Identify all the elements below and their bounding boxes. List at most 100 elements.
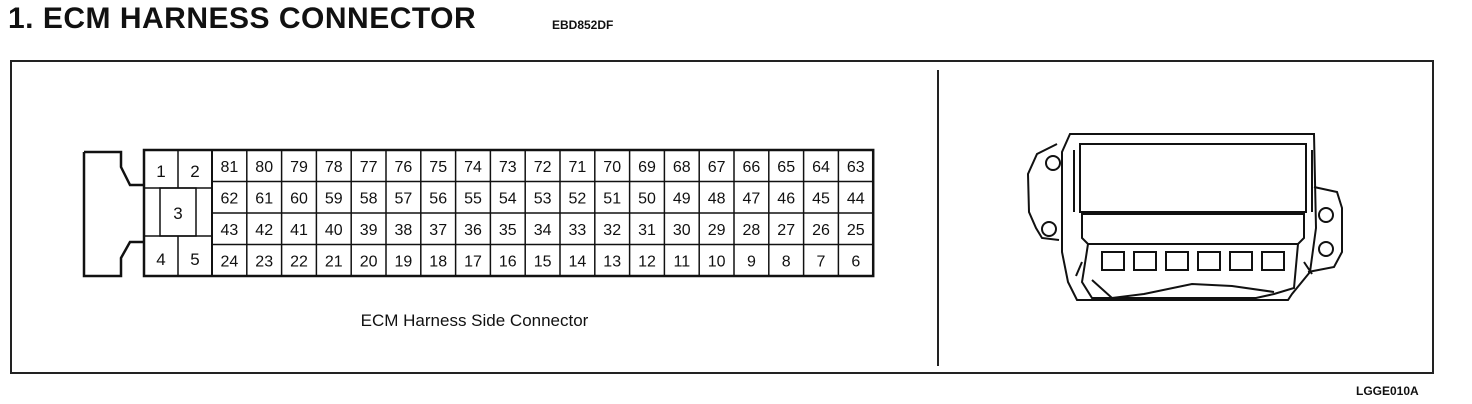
pin-label: 13 — [603, 253, 621, 270]
terminal-cavity — [1165, 251, 1189, 271]
connector-housing-front — [1080, 243, 1300, 299]
pin-label: 80 — [255, 159, 273, 176]
pin-label: 20 — [360, 253, 378, 270]
pin-label: 12 — [638, 253, 656, 270]
pin-label: 34 — [534, 222, 552, 239]
pin-label: 70 — [603, 159, 621, 176]
pin-label: 5 — [190, 250, 199, 269]
pin-label: 76 — [395, 159, 413, 176]
pin-label: 7 — [817, 253, 826, 270]
terminal-cavity — [1101, 251, 1125, 271]
pin-label: 75 — [429, 159, 447, 176]
pin-label: 18 — [429, 253, 447, 270]
terminal-cavity — [1261, 251, 1285, 271]
figure-code: LGGE010A — [1356, 384, 1419, 398]
pin-label: 29 — [708, 222, 726, 239]
pin-label: 56 — [429, 190, 447, 207]
left-mounting-hole-top — [1045, 155, 1061, 171]
pin-label: 36 — [464, 222, 482, 239]
left-mounting-ear — [1026, 143, 1060, 241]
reference-code: EBD852DF — [552, 18, 614, 32]
connector-latch-outline — [82, 150, 144, 278]
pin-label: 52 — [569, 190, 587, 207]
pin-label: 11 — [673, 253, 690, 270]
pin-label: 3 — [173, 204, 182, 223]
pin-label: 25 — [847, 222, 865, 239]
pin-label: 44 — [847, 190, 865, 207]
pin-label: 46 — [777, 190, 795, 207]
pin-label: 45 — [812, 190, 830, 207]
pin-label: 24 — [221, 253, 239, 270]
pin-label: 16 — [499, 253, 517, 270]
pin-label: 59 — [325, 190, 343, 207]
pin-label: 54 — [499, 190, 517, 207]
ecm-cover-panel — [1079, 143, 1307, 213]
pin-label: 28 — [743, 222, 761, 239]
pin-label: 40 — [325, 222, 343, 239]
pin-label: 61 — [255, 190, 273, 207]
terminal-cavity — [1229, 251, 1253, 271]
right-mounting-hole-top — [1318, 207, 1334, 223]
terminal-cavity — [1133, 251, 1157, 271]
pin-label: 33 — [569, 222, 587, 239]
right-mounting-hole-bottom — [1318, 241, 1334, 257]
pin-label: 53 — [534, 190, 552, 207]
pin-label: 30 — [673, 222, 691, 239]
pin-label: 31 — [638, 222, 656, 239]
pin-label: 62 — [221, 190, 239, 207]
right-mounting-ear — [1307, 186, 1343, 273]
pin-label: 19 — [395, 253, 413, 270]
connector-caption: ECM Harness Side Connector — [360, 311, 589, 330]
pin-label: 65 — [777, 159, 795, 176]
pin-label: 27 — [777, 222, 795, 239]
left-mounting-hole-bottom — [1041, 221, 1057, 237]
pin-label: 69 — [638, 159, 656, 176]
ecm-unit-illustration — [1026, 133, 1343, 301]
pin-label: 73 — [499, 159, 517, 176]
pin-label: 21 — [325, 253, 343, 270]
pin-label: 22 — [290, 253, 308, 270]
pin-label: 9 — [747, 253, 756, 270]
pin-label: 14 — [569, 253, 587, 270]
pin-label: 10 — [708, 253, 726, 270]
pin-label: 55 — [464, 190, 482, 207]
pin-label: 66 — [743, 159, 761, 176]
pin-label: 17 — [464, 253, 482, 270]
pin-label: 77 — [360, 159, 378, 176]
pin-label: 58 — [360, 190, 378, 207]
pin-label: 48 — [708, 190, 726, 207]
pin-label: 35 — [499, 222, 517, 239]
pin-label: 6 — [851, 253, 860, 270]
pin-label: 47 — [743, 190, 761, 207]
ecm-body-outline — [1061, 133, 1318, 301]
pin-label: 2 — [190, 162, 199, 181]
pin-label: 74 — [464, 159, 482, 176]
pin-label: 57 — [395, 190, 413, 207]
panel-divider — [937, 70, 939, 366]
terminal-cavity — [1197, 251, 1221, 271]
pin-label: 49 — [673, 190, 691, 207]
pin-label: 51 — [603, 190, 621, 207]
pin-label: 43 — [221, 222, 239, 239]
pin-label: 81 — [221, 159, 239, 176]
pin-label: 23 — [255, 253, 273, 270]
pin-label: 15 — [534, 253, 552, 270]
pin-label: 78 — [325, 159, 343, 176]
pin-label: 42 — [255, 222, 273, 239]
pin-label: 26 — [812, 222, 830, 239]
pin-label: 64 — [812, 159, 830, 176]
pin-label: 60 — [290, 190, 308, 207]
pin-label: 63 — [847, 159, 865, 176]
pin-label: 4 — [156, 250, 165, 269]
pin-label: 32 — [603, 222, 621, 239]
connector-latch — [1091, 279, 1275, 300]
pin-label: 39 — [360, 222, 378, 239]
pin-label: 50 — [638, 190, 656, 207]
pin-label: 68 — [673, 159, 691, 176]
pin-label: 38 — [395, 222, 413, 239]
pin-label: 8 — [782, 253, 791, 270]
pin-label: 37 — [429, 222, 447, 239]
pin-label: 41 — [290, 222, 308, 239]
